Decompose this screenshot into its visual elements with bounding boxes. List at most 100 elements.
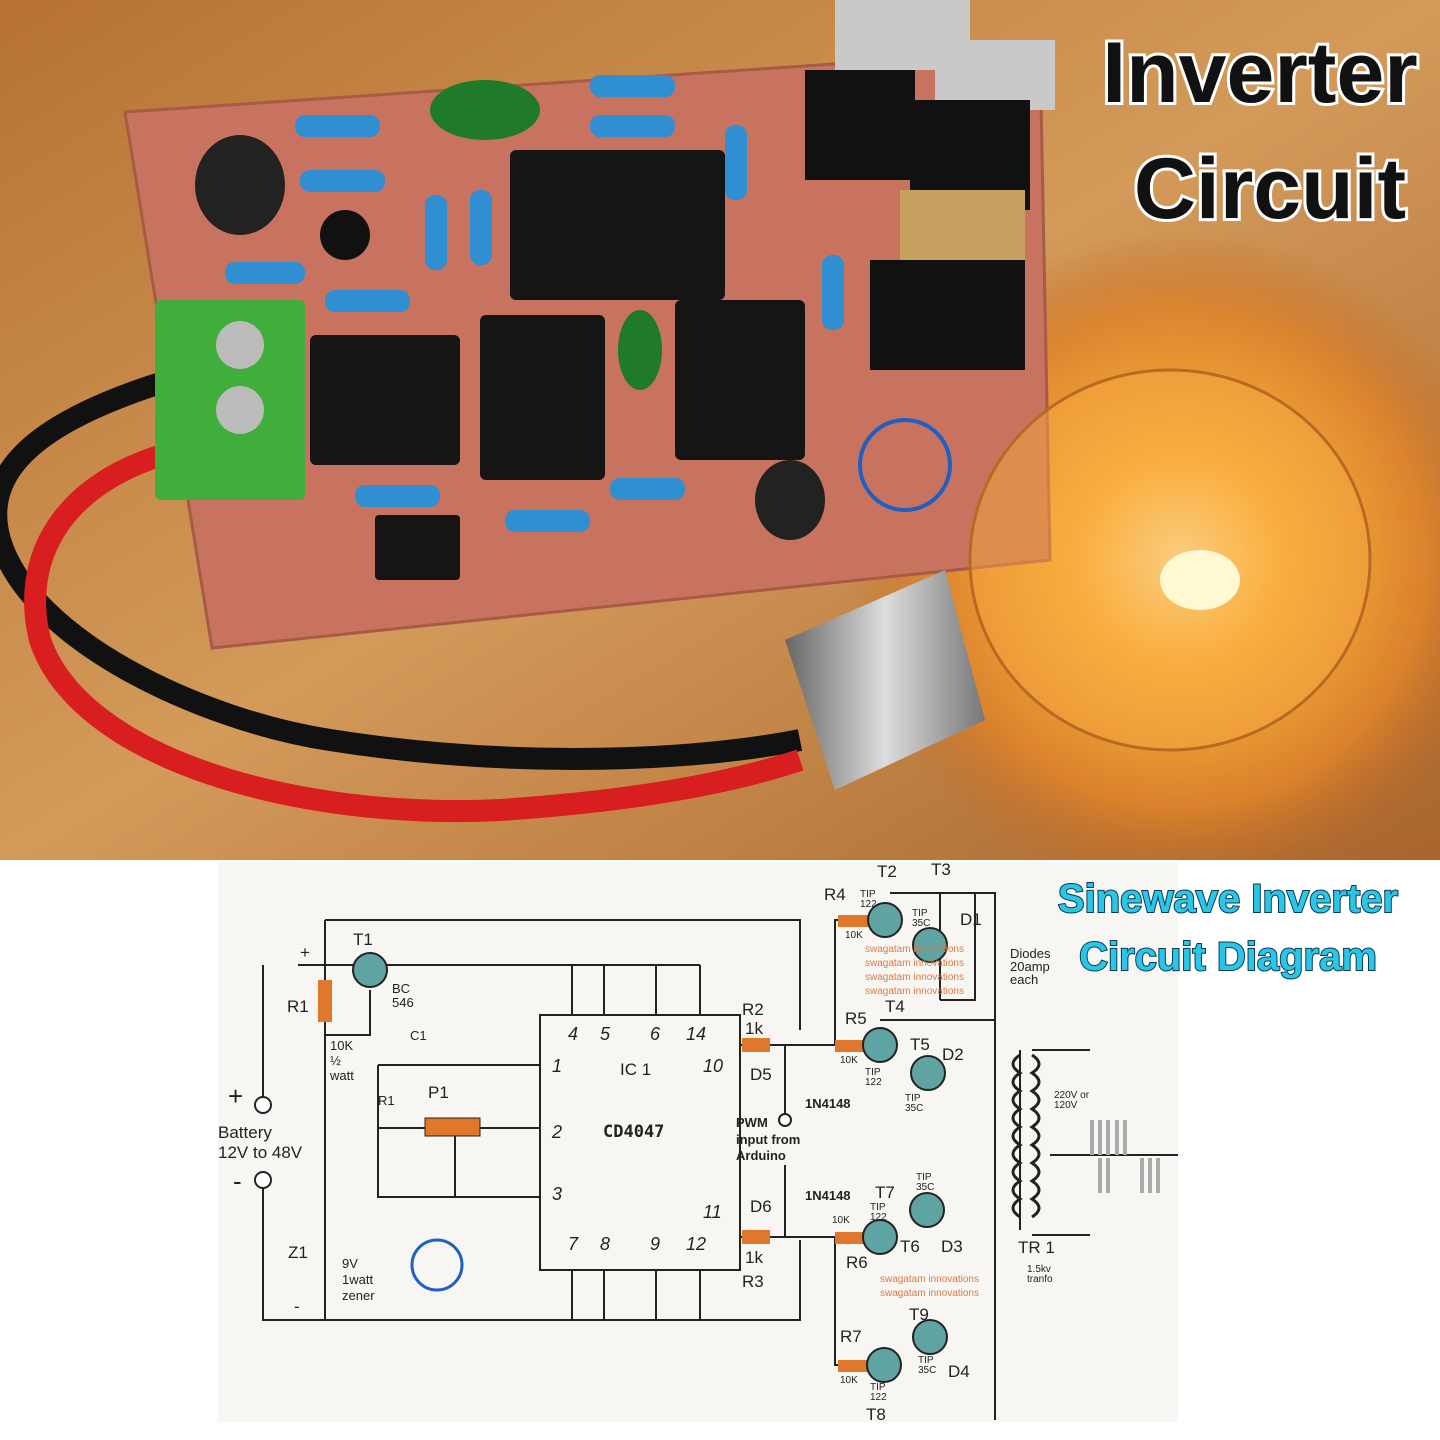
r5-label: R5 — [845, 1009, 867, 1028]
transformer-tr1 — [1011, 1049, 1178, 1236]
rail-minus-label: - — [294, 1297, 300, 1316]
tr1-label: TR 1 — [1018, 1238, 1055, 1257]
t2-label: T2 — [877, 862, 897, 881]
output-voltage: 120V — [1054, 1100, 1078, 1111]
r3-label: R3 — [742, 1272, 764, 1291]
resistor-value: 10K — [840, 1055, 858, 1066]
tip122-label: TIP — [870, 1202, 886, 1213]
battery-plus-terminal — [254, 1096, 272, 1114]
r1b-label: R1 — [378, 1093, 395, 1108]
svg-text:swagatam innovations: swagatam innovations — [865, 958, 964, 969]
c1-label: C1 — [410, 1028, 427, 1043]
resistor-r1 — [318, 980, 332, 1022]
d2-label: D2 — [942, 1045, 964, 1064]
output-voltage: 220V or — [1054, 1090, 1090, 1101]
r1-label: R1 — [287, 997, 309, 1016]
ic-pin: 5 — [600, 1024, 611, 1044]
battery-minus-terminal — [254, 1171, 272, 1189]
ic-pin: 10 — [703, 1056, 723, 1076]
svg-text:swagatam innovations: swagatam innovations — [880, 1274, 979, 1285]
tip35c-label: 35C — [916, 1182, 934, 1193]
battery-voltage-label: 12V to 48V — [218, 1143, 303, 1162]
d6-label: D6 — [750, 1197, 772, 1216]
ic-pin: 3 — [552, 1184, 562, 1204]
transistor-t7 — [909, 1192, 945, 1228]
battery-plus-label: + — [228, 1081, 243, 1111]
resistor-value: 10K — [845, 930, 863, 941]
t5-label: T5 — [910, 1035, 930, 1054]
tip122-label: TIP — [860, 889, 876, 900]
pwm-label: input from — [736, 1132, 800, 1147]
photo-title-line2: Circuit — [1134, 141, 1406, 237]
t9-label: T9 — [909, 1305, 929, 1324]
diodes-note: each — [1010, 972, 1038, 987]
tip122-label: 122 — [860, 899, 877, 910]
svg-text:swagatam innovations: swagatam innovations — [865, 986, 964, 997]
tr1-rating: 1.5kv — [1027, 1264, 1051, 1275]
transistor-t1 — [352, 952, 388, 988]
tip35c-label: TIP — [912, 908, 928, 919]
tip35c-label: 35C — [918, 1365, 936, 1376]
resistor-r4 — [838, 915, 868, 927]
battery-minus-label: - — [233, 1166, 242, 1196]
small-transistor — [320, 210, 370, 260]
potentiometer-p1 — [424, 1117, 481, 1137]
z1-label: Z1 — [288, 1243, 308, 1262]
tip35c-label: TIP — [916, 1172, 932, 1183]
resistor-value: 10K — [832, 1215, 850, 1226]
ic-pin: 12 — [686, 1234, 706, 1254]
schematic-title-line1: Sinewave Inverter — [1058, 877, 1398, 921]
red-wire — [24, 439, 804, 823]
transistor-t6 — [862, 1219, 898, 1255]
d6-part: 1N4148 — [805, 1188, 851, 1203]
tip35c-label: TIP — [918, 1355, 934, 1366]
r4-label: R4 — [824, 885, 846, 904]
tip122-label: TIP — [865, 1067, 881, 1078]
tip35c-label: 35C — [912, 918, 930, 929]
r1-power: ½ — [330, 1053, 341, 1068]
battery-label: Battery — [218, 1123, 272, 1142]
r2-value: 1k — [745, 1019, 763, 1038]
resistor-value: 10K — [840, 1375, 858, 1386]
svg-text:swagatam innovations: swagatam innovations — [865, 944, 964, 955]
ic-pin: 1 — [552, 1056, 562, 1076]
r2-label: R2 — [742, 1000, 764, 1019]
ceramic-capacitor — [618, 310, 662, 390]
ic-pin: 4 — [568, 1024, 578, 1044]
ic-pin: 7 — [568, 1234, 579, 1254]
svg-text:swagatam innovations: swagatam innovations — [865, 972, 964, 983]
tip35c-label: TIP — [905, 1093, 921, 1104]
light-bulb — [785, 368, 1372, 790]
t6-label: T6 — [900, 1237, 920, 1256]
t7-label: T7 — [875, 1183, 895, 1202]
pwm-input-terminal — [778, 1113, 792, 1127]
diodes-note: Diodes — [1010, 946, 1051, 961]
diodes-note: 20amp — [1010, 959, 1050, 974]
d4-label: D4 — [948, 1362, 970, 1381]
tip122-label: TIP — [870, 1382, 886, 1393]
t8-label: T8 — [866, 1405, 886, 1424]
t4-label: T4 — [885, 997, 905, 1016]
inverter-photo: Inverter Circuit — [0, 0, 1440, 860]
tr1-rating: tranfo — [1027, 1274, 1053, 1285]
tip35c-label: 35C — [905, 1103, 923, 1114]
resistor-r3 — [742, 1230, 770, 1244]
black-wire — [0, 369, 803, 770]
photo-title-line1: Inverter — [1102, 25, 1418, 121]
pwm-label: PWM — [736, 1115, 768, 1130]
resistor-r6 — [835, 1232, 865, 1244]
ceramic-capacitor — [430, 80, 540, 140]
ic-pin: 9 — [650, 1234, 660, 1254]
ic-part-number: CD4047 — [603, 1122, 664, 1142]
watermark-logo — [858, 418, 952, 512]
t3-label: T3 — [931, 860, 951, 879]
transistor-t3 — [912, 927, 948, 963]
transistor-t5 — [910, 1055, 946, 1091]
transistor-t4 — [862, 1027, 898, 1063]
rail-plus-label: + — [300, 943, 310, 962]
t1-label: T1 — [353, 930, 373, 949]
svg-text:swagatam innovations: swagatam innovations — [880, 1288, 979, 1299]
resistor-r2 — [742, 1038, 770, 1052]
resistor-r5 — [835, 1040, 865, 1052]
